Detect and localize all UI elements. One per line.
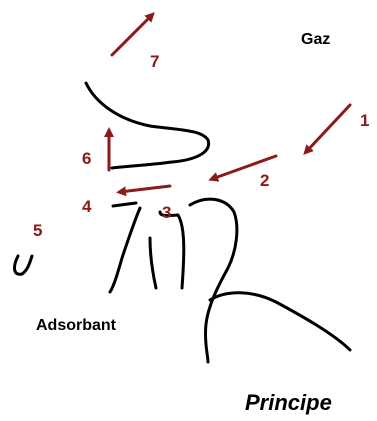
adsorbent-label: Adsorbant <box>36 318 116 334</box>
step-label-6: 6 <box>82 150 91 167</box>
middle-finger-outline <box>150 238 156 288</box>
step-label-3: 3 <box>162 204 171 221</box>
lower-right-wall <box>190 199 237 362</box>
step-label-7: 7 <box>150 53 159 70</box>
upper-pore-wall <box>86 83 209 168</box>
arrow-7 <box>112 15 152 55</box>
arrow-1 <box>306 105 350 152</box>
lower-left-wall <box>113 203 136 206</box>
far-right-wall <box>210 293 350 350</box>
right-finger-outline <box>160 212 184 288</box>
step-label-4: 4 <box>82 198 91 215</box>
step-label-1: 1 <box>360 112 369 129</box>
small-left-curve <box>15 256 32 274</box>
step-label-2: 2 <box>260 172 269 189</box>
caption-label: Principe <box>245 392 332 414</box>
left-finger-outline <box>110 208 140 292</box>
step-label-5: 5 <box>33 222 42 239</box>
gas-label: Gaz <box>301 32 330 48</box>
arrow-3 <box>120 186 170 192</box>
